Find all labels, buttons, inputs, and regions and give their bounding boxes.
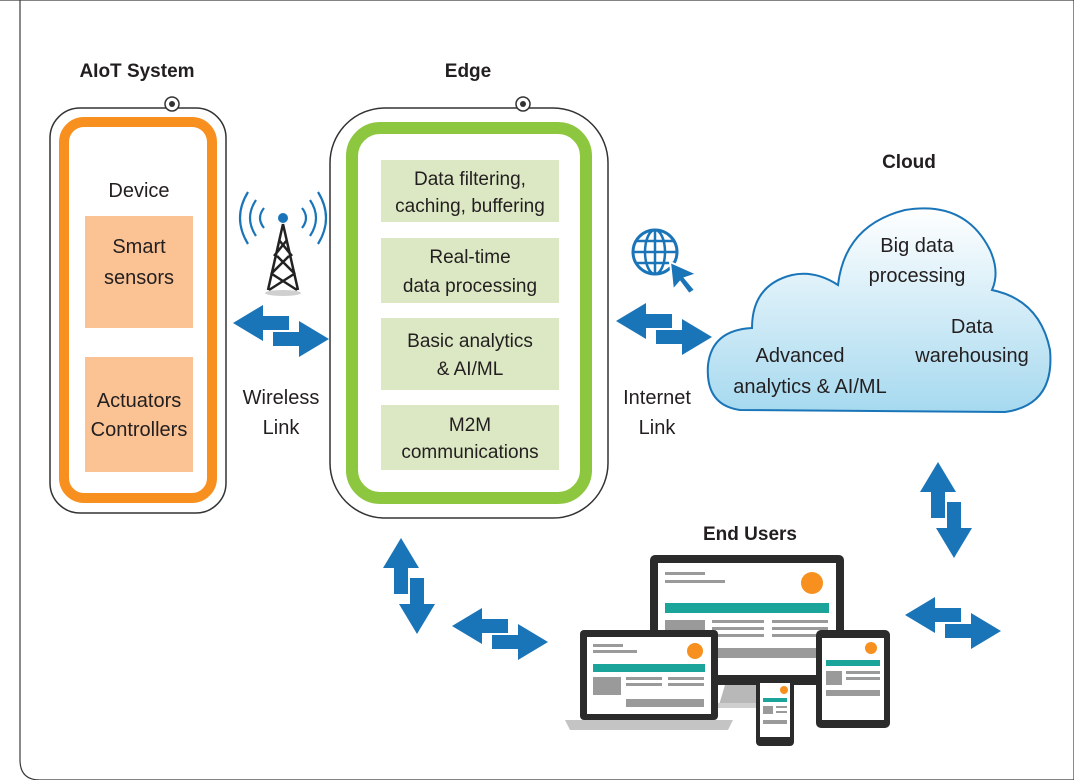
phone-icon	[756, 676, 794, 746]
edge-item-realtime-line2: data processing	[403, 276, 537, 297]
internet-link-arrow	[616, 303, 712, 355]
enduser-left-arrow	[452, 608, 548, 660]
edge-item-m2m	[381, 405, 559, 470]
smart-sensors-label-1: Smart	[112, 236, 166, 258]
smart-sensors-label-2: sensors	[104, 267, 174, 289]
actuators-box	[85, 357, 193, 472]
end-user-devices-illustration	[565, 555, 890, 746]
actuators-label-1: Actuators	[97, 390, 181, 412]
globe-cursor-icon	[631, 228, 700, 296]
edge-title: Edge	[445, 61, 491, 82]
cloud-warehousing-line2: warehousing	[914, 345, 1028, 367]
edge-enduser-arrow	[383, 538, 435, 634]
edge-item-realtime	[381, 238, 559, 303]
tablet-icon	[816, 630, 890, 728]
edge-item-filtering-line1: Data filtering,	[414, 169, 526, 190]
cloud-enduser-arrow	[920, 462, 972, 558]
enduser-right-arrow	[905, 597, 1001, 649]
edge-item-analytics-line1: Basic analytics	[407, 331, 533, 352]
cloud-big-data-line2: processing	[869, 265, 966, 287]
wireless-link-label-1: Wireless	[243, 387, 320, 409]
edge-item-filtering-line2: caching, buffering	[395, 196, 545, 217]
device-label: Device	[108, 180, 169, 202]
cloud-big-data-line1: Big data	[880, 235, 954, 257]
edge-item-filtering	[381, 160, 559, 222]
aiot-system-title: AIoT System	[79, 61, 194, 82]
wireless-link-label-2: Link	[263, 417, 301, 439]
edge-item-realtime-line1: Real-time	[429, 247, 510, 268]
actuators-label-2: Controllers	[91, 419, 188, 441]
cloud-analytics-line1: Advanced	[756, 345, 845, 367]
cloud-analytics-line2: analytics & AI/ML	[733, 376, 886, 398]
cloud-title: Cloud	[882, 152, 936, 173]
internet-link-label-1: Internet	[623, 387, 691, 409]
radio-tower-icon	[238, 191, 328, 296]
smart-sensors-box	[85, 216, 193, 328]
wireless-link-arrow	[233, 305, 329, 357]
end-users-title: End Users	[703, 524, 797, 545]
internet-link-label-2: Link	[639, 417, 677, 439]
laptop-icon	[565, 630, 733, 730]
cloud-shape	[706, 207, 1052, 414]
edge-item-m2m-line2: communications	[401, 442, 538, 463]
cloud-warehousing-line1: Data	[951, 316, 994, 338]
edge-item-m2m-line1: M2M	[449, 415, 491, 436]
edge-item-analytics	[381, 318, 559, 390]
edge-item-analytics-line2: & AI/ML	[437, 359, 504, 380]
